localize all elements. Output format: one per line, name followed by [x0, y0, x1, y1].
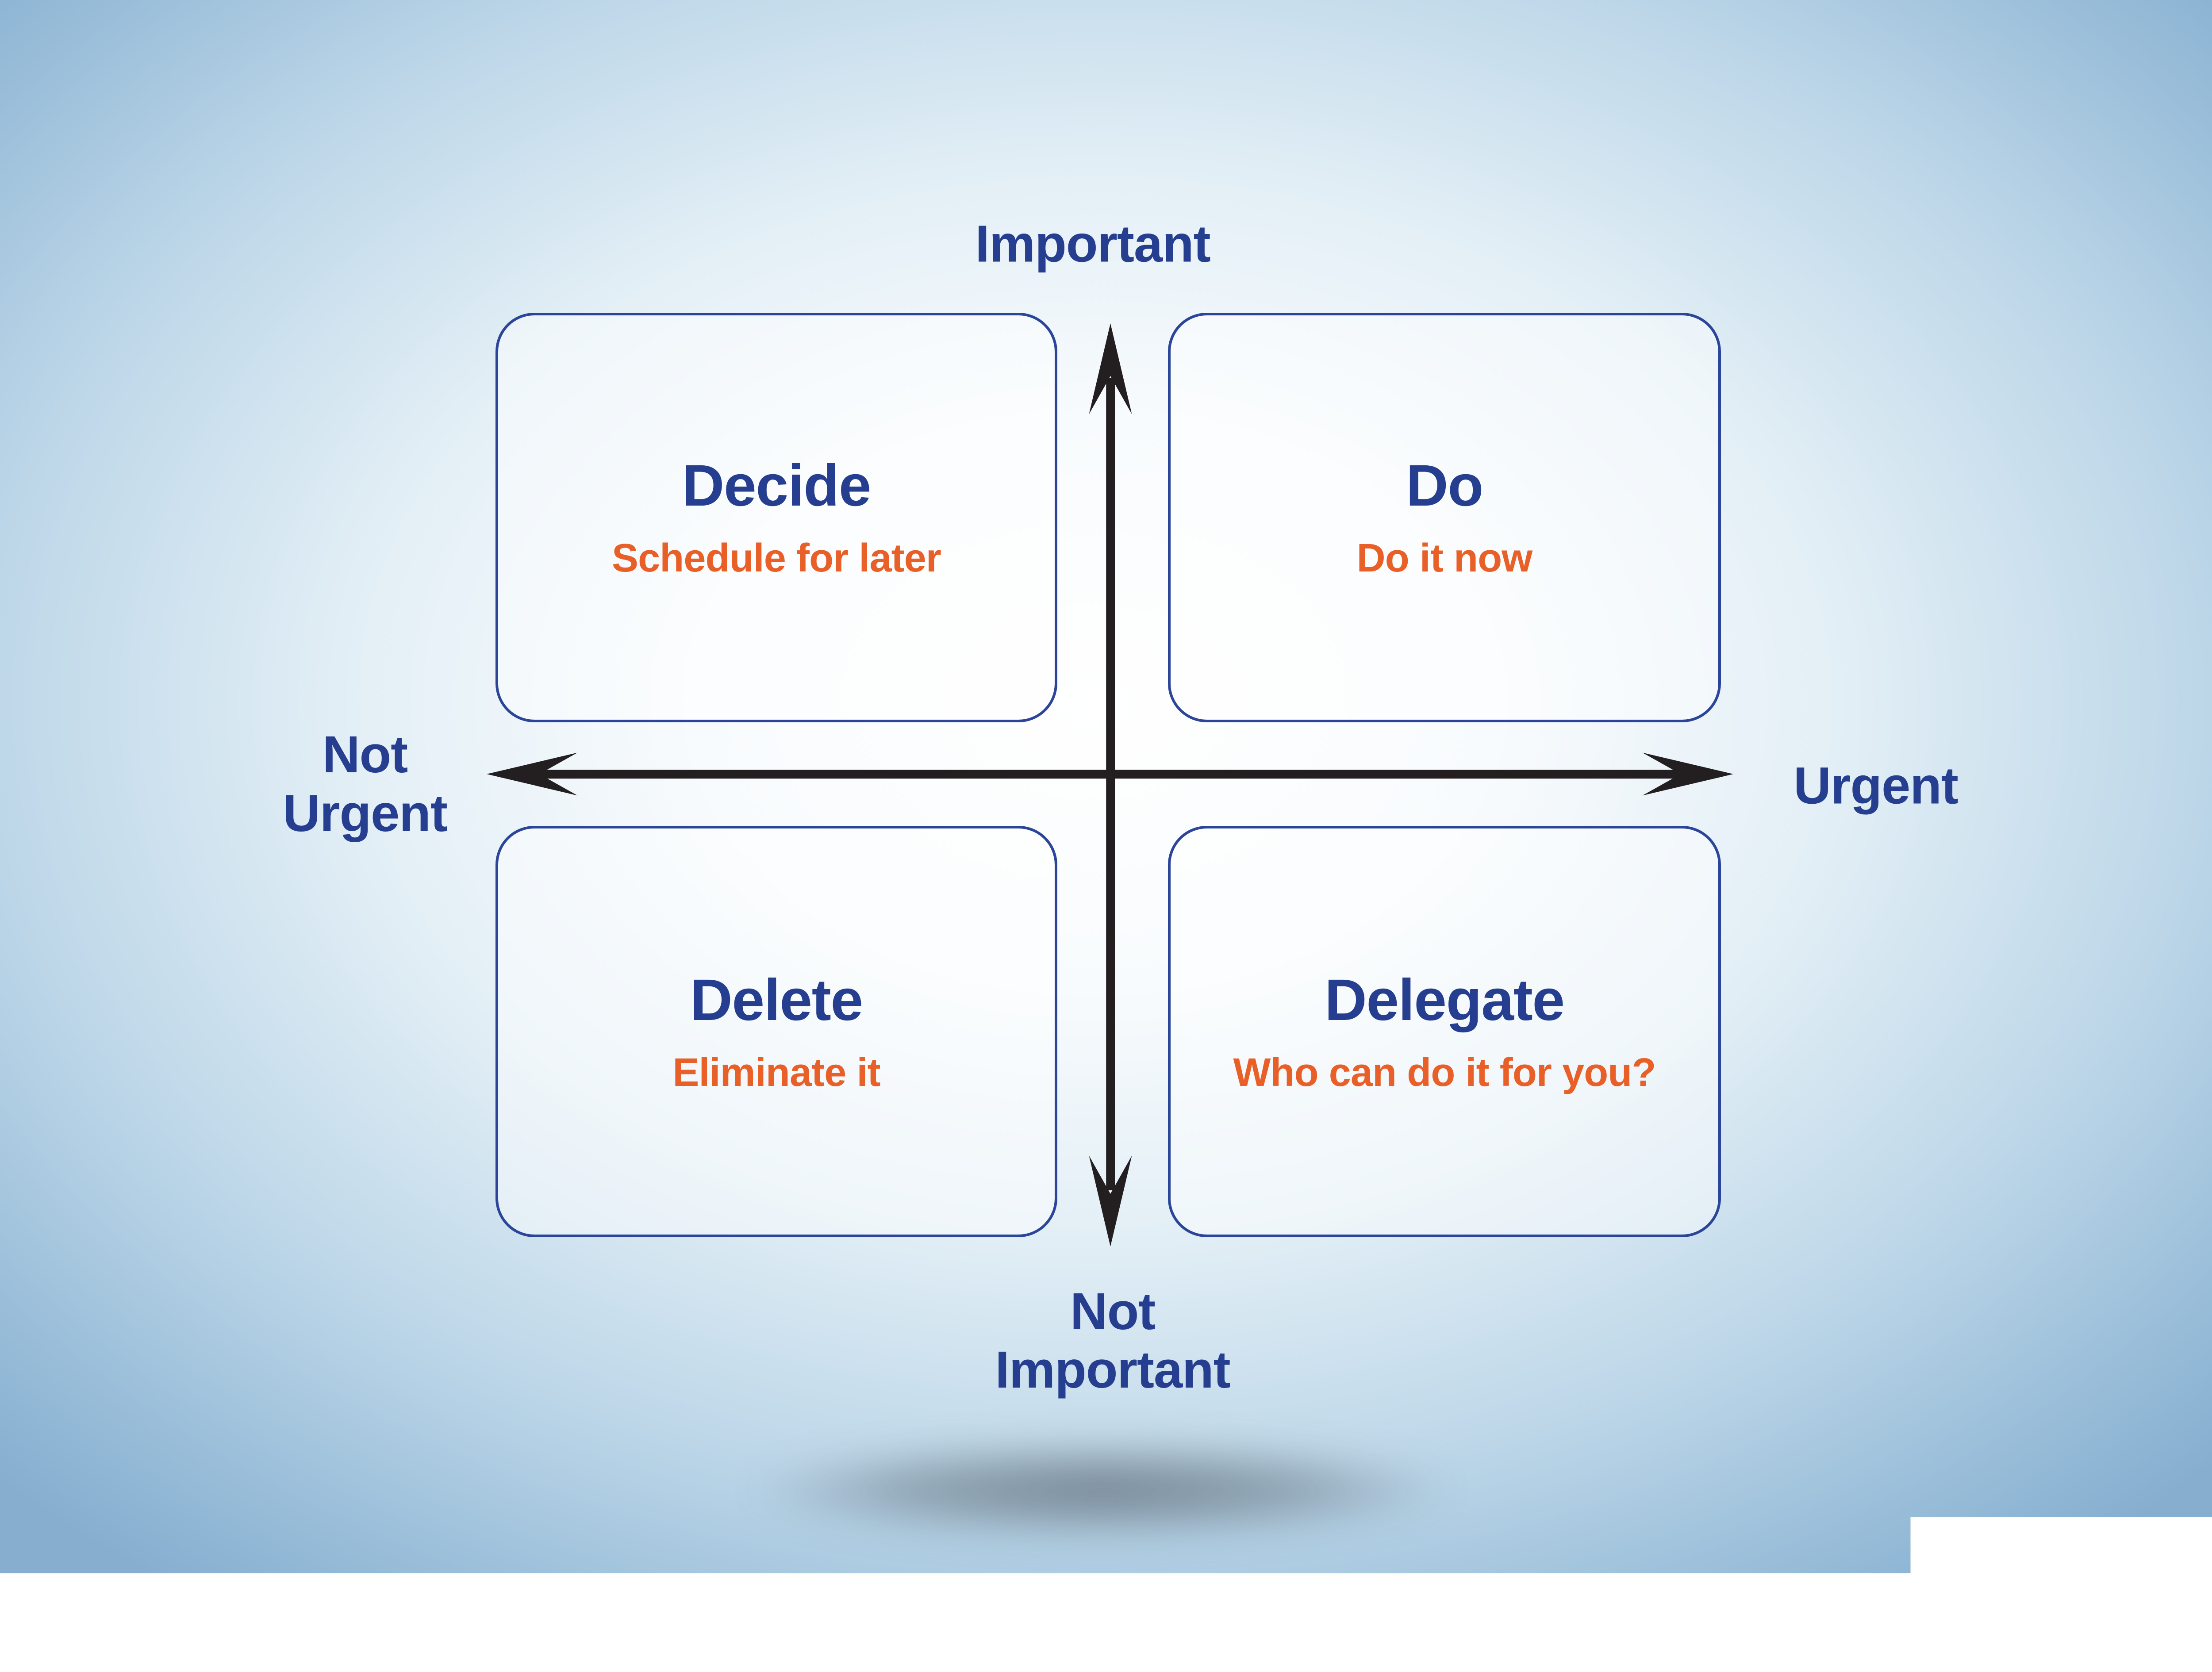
quadrant-title: Do — [1406, 456, 1483, 515]
axis-label-not-important: Not Important — [995, 1282, 1230, 1400]
quadrant-subtitle: Schedule for later — [612, 538, 941, 578]
arrow-left-icon — [487, 753, 578, 796]
quadrant-subtitle: Eliminate it — [672, 1053, 880, 1093]
arrow-down-icon — [1089, 1155, 1132, 1246]
axis-label-not-urgent-line2: Urgent — [283, 784, 447, 843]
quadrant-subtitle: Who can do it for you? — [1233, 1053, 1655, 1093]
quadrant-subtitle: Do it now — [1357, 538, 1532, 578]
quadrant-delegate: Delegate Who can do it for you? — [1168, 826, 1721, 1237]
quadrant-title: Decide — [682, 456, 871, 515]
arrow-right-icon — [1642, 753, 1733, 796]
axis-label-not-urgent: Not Urgent — [283, 725, 447, 843]
quadrant-title: Delete — [690, 971, 863, 1030]
axis-label-not-important-line2: Important — [995, 1341, 1230, 1400]
axis-label-urgent: Urgent — [1793, 756, 1958, 815]
axis-label-not-urgent-line1: Not — [283, 725, 447, 784]
quadrant-decide: Decide Schedule for later — [495, 313, 1057, 722]
drop-shadow — [752, 1443, 1451, 1537]
axis-label-important: Important — [975, 215, 1210, 273]
quadrant-delete: Delete Eliminate it — [495, 826, 1057, 1237]
urgency-axis-line — [513, 770, 1699, 778]
arrow-up-icon — [1089, 323, 1132, 414]
importance-axis-line — [1106, 378, 1115, 1190]
axis-label-not-important-line1: Not — [995, 1282, 1230, 1341]
quadrant-title: Delegate — [1325, 971, 1564, 1030]
quadrant-do: Do Do it now — [1168, 313, 1721, 722]
